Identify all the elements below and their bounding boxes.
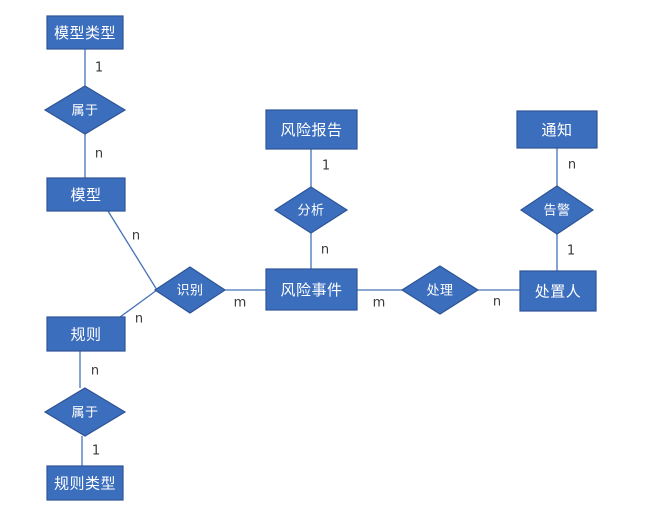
cardinality-label-identify-risk: m	[234, 296, 247, 311]
cardinality-label-model_type-belongs: 1	[95, 61, 103, 76]
cardinality-labels-layer: 1 n n n m n 1 1 n m n n 1	[91, 61, 576, 459]
connector-rule-identify	[119, 289, 158, 318]
entity-rule_type[interactable]: 规则类型	[46, 465, 124, 501]
entity-model_type[interactable]: 模型类型	[46, 15, 124, 50]
cardinality-label-handle-handler: n	[493, 295, 501, 310]
relationship-diamond-alarm	[519, 185, 595, 235]
entity-label-model: 模型	[70, 186, 101, 204]
entity-rule[interactable]: 规则	[46, 316, 126, 352]
entity-label-rule: 规则	[70, 326, 101, 344]
entity-model[interactable]: 模型	[46, 177, 126, 212]
connectors-layer	[79, 49, 558, 466]
entity-box-handler	[519, 270, 597, 312]
entity-box-risk_event	[265, 268, 358, 311]
relationship-analyze[interactable]: 分析	[273, 186, 349, 234]
cardinality-label-report-analyze: 1	[322, 159, 330, 174]
relationship-label-belongs_to_rule: 属于	[71, 406, 98, 421]
relationship-diamond-analyze	[273, 186, 349, 234]
relationship-label-alarm: 告警	[543, 203, 570, 219]
cardinality-label-notice-alarm: n	[568, 158, 576, 173]
entity-label-model_type: 模型类型	[54, 24, 116, 42]
cardinality-label-belongs-model: n	[95, 147, 103, 162]
entity-label-rule_type: 规则类型	[54, 475, 116, 493]
entity-box-rule	[46, 316, 126, 352]
entity-handler[interactable]: 处置人	[519, 270, 597, 312]
cardinality-label-belongs-ruletype: 1	[92, 444, 100, 459]
entity-notice[interactable]: 通知	[516, 110, 598, 149]
entity-box-rule_type	[46, 465, 124, 501]
relationship-label-belongs_to_model: 属于	[71, 104, 98, 119]
entity-box-model_type	[46, 15, 124, 50]
entity-box-risk_report	[265, 109, 358, 150]
entity-risk_report[interactable]: 风险报告	[265, 109, 358, 150]
relationship-alarm[interactable]: 告警	[519, 185, 595, 235]
entity-label-risk_event: 风险事件	[280, 281, 342, 299]
entity-box-model	[46, 177, 126, 212]
cardinality-label-rule-belongs: n	[91, 364, 99, 379]
entity-box-notice	[516, 110, 598, 149]
connector-model-identify	[107, 210, 158, 291]
relationship-handle[interactable]: 处理	[400, 265, 480, 315]
relationship-identify[interactable]: 识别	[153, 266, 227, 314]
relationship-diamond-handle	[400, 265, 480, 315]
relationship-label-handle: 处理	[426, 284, 453, 299]
relationship-label-identify: 识别	[176, 284, 203, 299]
relationship-belongs_to_model[interactable]: 属于	[43, 85, 127, 135]
relationship-diamond-belongs_to_model	[43, 85, 127, 135]
relationship-belongs_to_rule[interactable]: 属于	[43, 387, 127, 437]
relationship-diamond-belongs_to_rule	[43, 387, 127, 437]
entity-label-risk_report: 风险报告	[280, 121, 342, 139]
entity-label-handler: 处置人	[535, 283, 582, 301]
entity-label-notice: 通知	[541, 121, 572, 139]
cardinality-label-rule-identify: n	[135, 312, 143, 327]
cardinality-label-analyze-risk: n	[321, 243, 329, 258]
relationship-label-analyze: 分析	[297, 204, 324, 219]
cardinality-label-alarm-handler: 1	[567, 244, 575, 259]
cardinality-label-risk-handle: m	[373, 296, 386, 311]
cardinality-label-model-identify: n	[132, 229, 140, 244]
relationship-diamond-identify	[153, 266, 227, 314]
entity-risk_event[interactable]: 风险事件	[265, 268, 358, 311]
